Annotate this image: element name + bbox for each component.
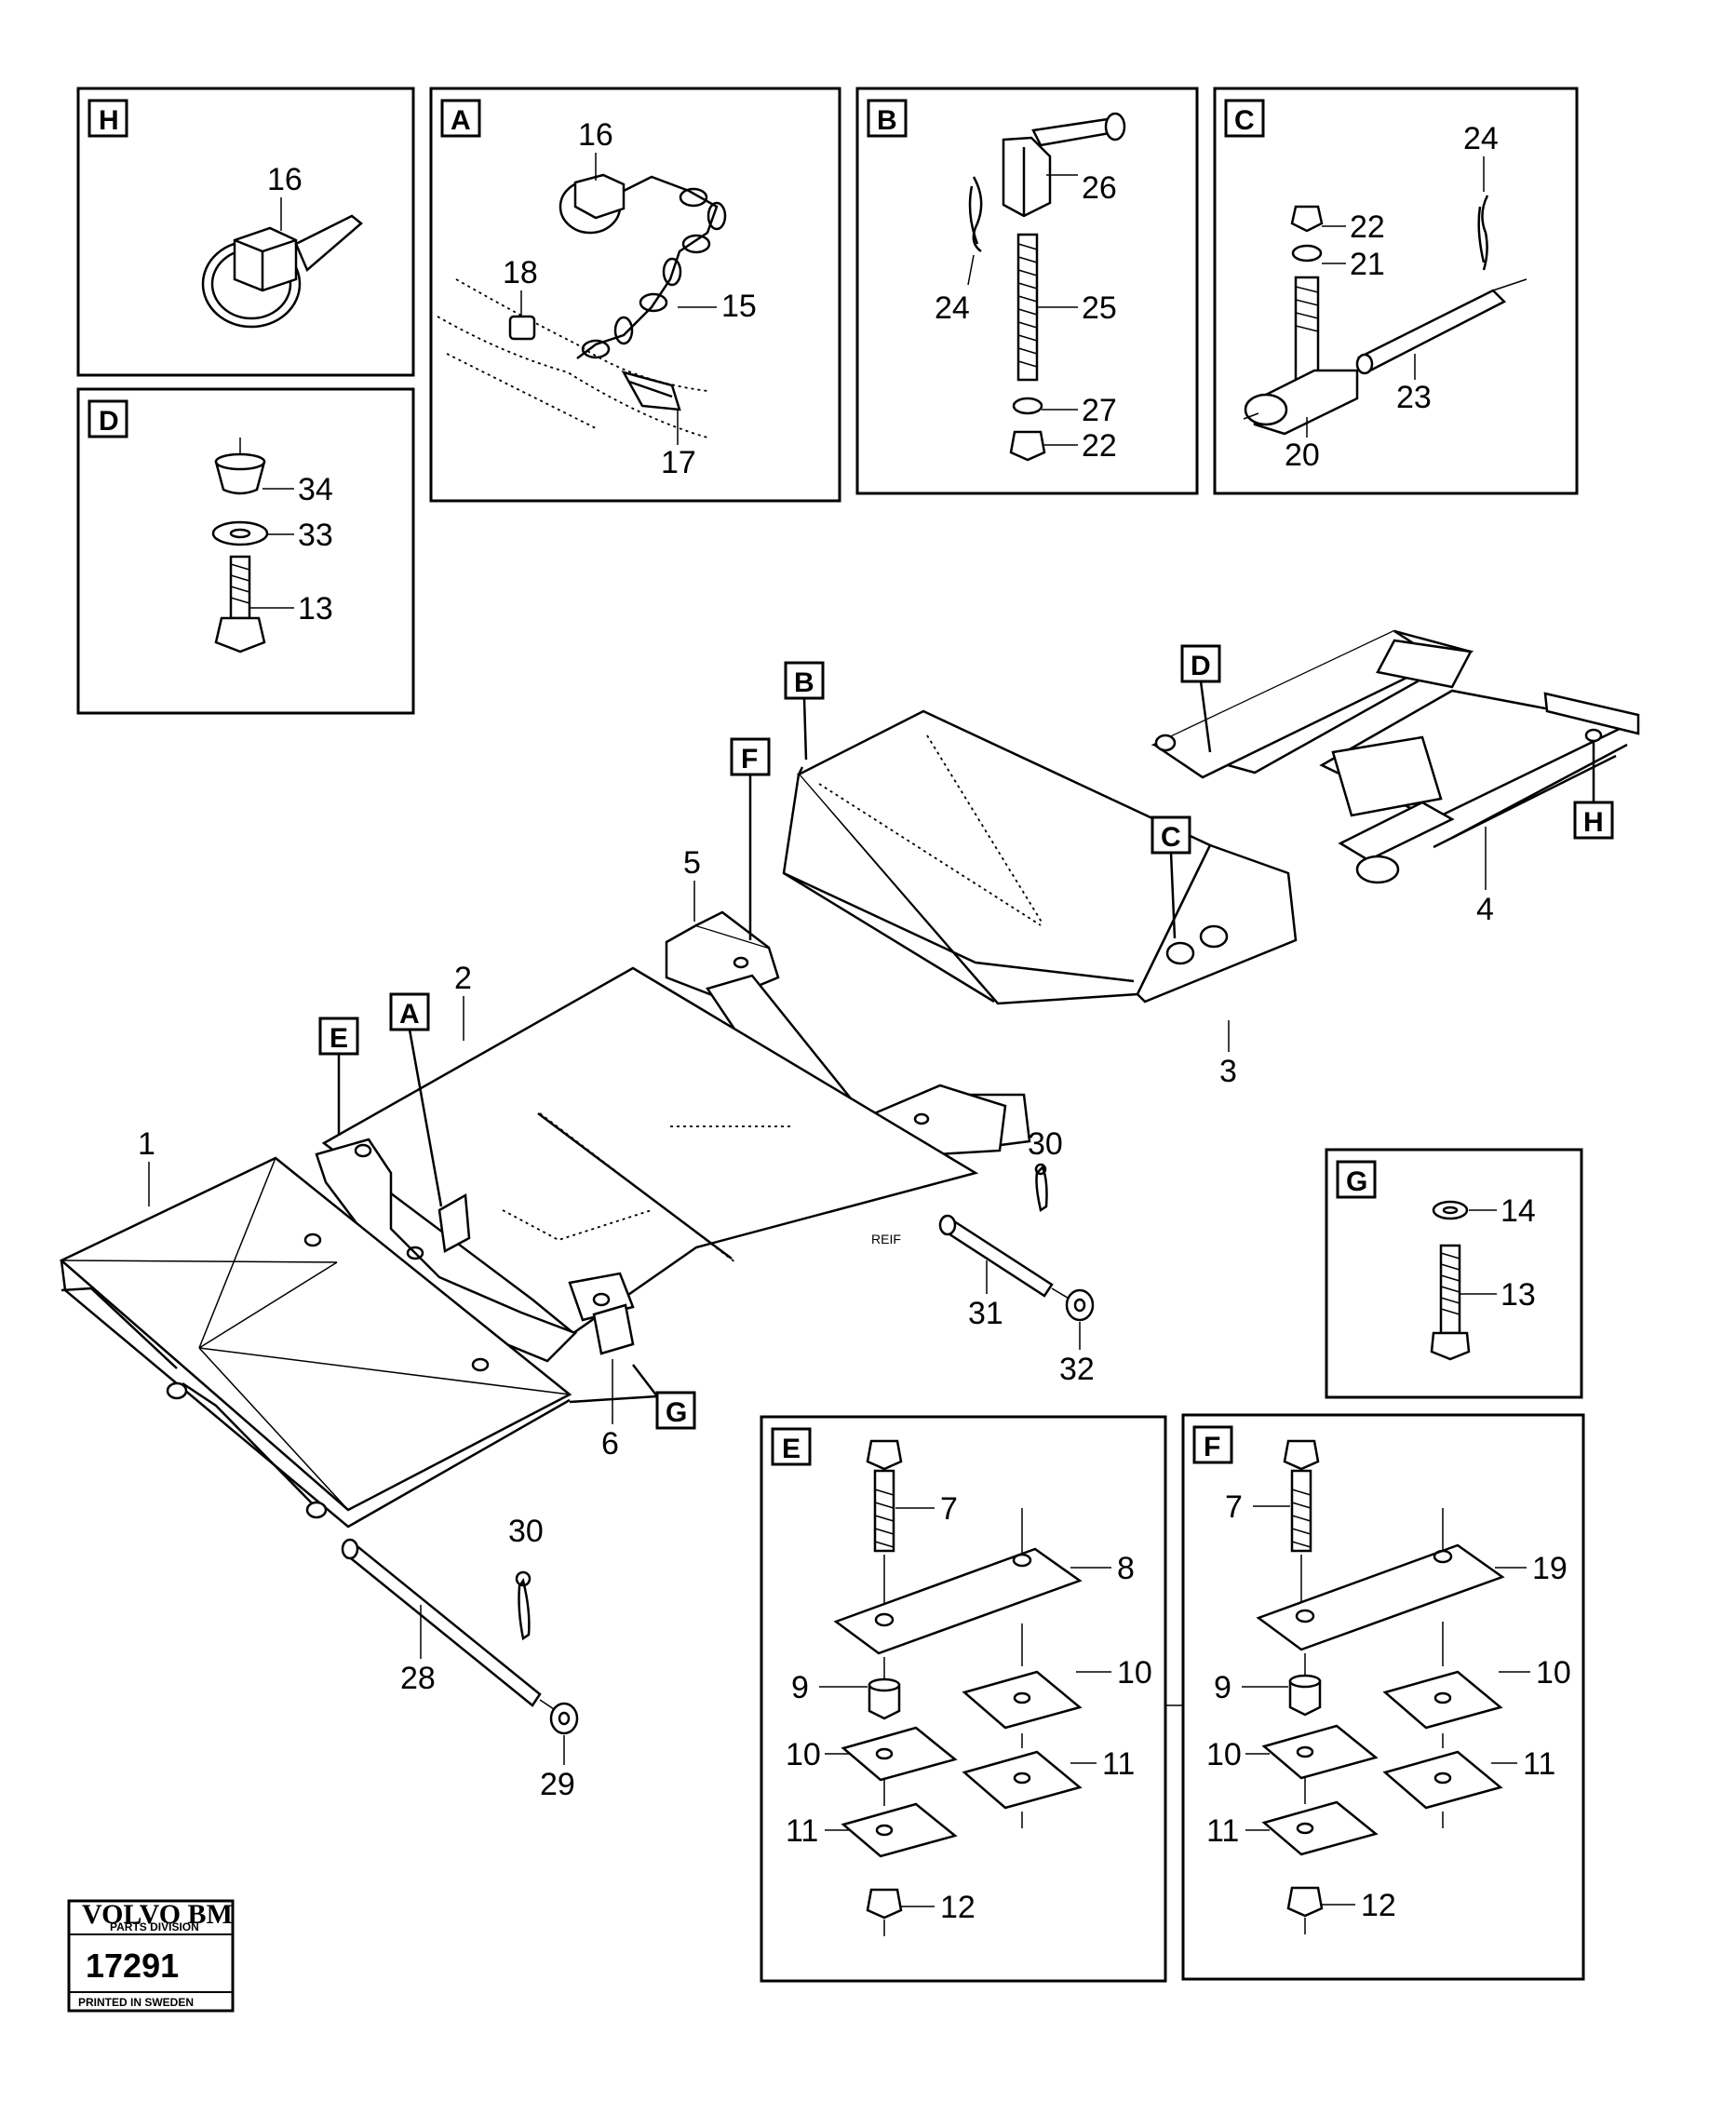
callout-10: 10 — [1206, 1737, 1242, 1772]
callout-16: 16 — [578, 117, 613, 153]
tag-d: D — [99, 406, 119, 437]
callout-8: 8 — [1117, 1551, 1135, 1586]
callout-9: 9 — [791, 1670, 809, 1705]
bolt-washer-illustration — [1430, 1200, 1471, 1361]
callout-13: 13 — [1500, 1277, 1536, 1313]
part-3-rear-tray — [782, 709, 1298, 1005]
callout-12: 12 — [940, 1890, 976, 1925]
callout-17: 17 — [661, 445, 696, 480]
callout-10: 10 — [1117, 1655, 1152, 1691]
mount-stack-f-illustration — [1256, 1439, 1505, 1934]
lynch-pin-illustration — [201, 214, 363, 329]
callout-20: 20 — [1285, 438, 1320, 473]
callout-22: 22 — [1082, 428, 1117, 464]
main-assembly: D H 4 B C 3 — [59, 629, 1640, 1802]
bolt-stack-illustration — [211, 438, 269, 653]
pin-assembly-right — [938, 1163, 1095, 1322]
detail-panel-f: F 7 — [1181, 1413, 1585, 1981]
callout-32: 32 — [1059, 1352, 1095, 1387]
pivot-pin-illustration — [1243, 195, 1527, 436]
callout-12: 12 — [1361, 1888, 1396, 1923]
callout-15: 15 — [721, 289, 757, 324]
callout-18: 18 — [503, 255, 538, 290]
callout-24: 24 — [935, 290, 970, 326]
callout-7: 7 — [1225, 1489, 1243, 1525]
callout-23: 23 — [1396, 380, 1432, 415]
tag-h: H — [1583, 807, 1604, 838]
tag-b: B — [794, 667, 814, 698]
callout-1: 1 — [138, 1126, 155, 1162]
callout-26: 26 — [1082, 170, 1117, 206]
callout-7: 7 — [940, 1491, 958, 1527]
callout-16: 16 — [267, 162, 303, 197]
callout-30: 30 — [1028, 1126, 1063, 1162]
callout-10: 10 — [786, 1737, 821, 1772]
callout-11: 11 — [786, 1813, 818, 1849]
pin-assembly-front — [341, 1538, 579, 1735]
callout-14: 14 — [1500, 1193, 1536, 1229]
callout-11: 11 — [1206, 1813, 1239, 1849]
callout-2: 2 — [454, 961, 472, 996]
part-1-skid-plate — [59, 1156, 572, 1529]
logo-division: PARTS DIVISION — [110, 1920, 199, 1933]
callout-11: 11 — [1102, 1746, 1135, 1782]
callout-24: 24 — [1463, 121, 1499, 156]
mount-stack-e-illustration — [833, 1439, 1083, 1936]
detail-panel-h: H 16 — [76, 87, 415, 377]
tag-g: G — [1346, 1166, 1367, 1197]
callout-11: 11 — [1523, 1746, 1555, 1782]
callout-6: 6 — [601, 1426, 619, 1462]
tag-a: A — [399, 999, 420, 1030]
frame-stamp: REIF — [871, 1232, 901, 1246]
callout-9: 9 — [1214, 1670, 1231, 1705]
part-4-rear-frame — [1151, 629, 1640, 884]
detail-panel-a: A 16 18 15 17 — [429, 87, 841, 503]
volvo-bm-logo-box: VOLVO BM PARTS DIVISION 17291 PRINTED IN… — [67, 1899, 235, 2013]
detail-panel-b: B 26 24 25 27 22 — [855, 87, 1199, 495]
callout-10: 10 — [1536, 1655, 1571, 1691]
detail-panel-e: E 7 — [760, 1415, 1167, 1983]
callout-5: 5 — [683, 845, 701, 881]
callout-4: 4 — [1476, 892, 1494, 927]
detail-panel-g: G 14 13 — [1325, 1148, 1583, 1399]
callout-25: 25 — [1082, 290, 1117, 326]
tag-a: A — [451, 105, 471, 136]
chain-pin-illustration — [437, 173, 727, 438]
detail-panel-d: D 34 33 13 — [76, 387, 415, 715]
tag-e: E — [330, 1023, 348, 1054]
clevis-rod-illustration — [968, 112, 1126, 462]
callout-31: 31 — [968, 1296, 1003, 1331]
logo-brand: VOLVO BM — [82, 1899, 233, 1930]
tag-f: F — [1204, 1432, 1220, 1462]
detail-panel-c: C 24 22 21 23 20 — [1213, 87, 1579, 495]
tag-h: H — [99, 105, 119, 136]
logo-number: 17291 — [86, 1947, 179, 1985]
callout-22: 22 — [1350, 209, 1385, 245]
callout-33: 33 — [298, 518, 333, 553]
callout-29: 29 — [540, 1767, 575, 1802]
tag-c: C — [1161, 822, 1181, 853]
tag-c: C — [1234, 105, 1255, 136]
callout-28: 28 — [400, 1661, 436, 1696]
tag-f: F — [741, 744, 758, 775]
callout-21: 21 — [1350, 247, 1385, 282]
tag-b: B — [877, 105, 897, 136]
tag-d: D — [1191, 651, 1211, 681]
callout-30: 30 — [508, 1514, 544, 1549]
callout-34: 34 — [298, 472, 333, 507]
callout-19: 19 — [1532, 1551, 1568, 1586]
callout-27: 27 — [1082, 393, 1117, 428]
tag-g: G — [666, 1397, 687, 1428]
callout-3: 3 — [1219, 1054, 1237, 1089]
logo-printed: PRINTED IN SWEDEN — [78, 1996, 194, 2009]
tag-e: E — [782, 1434, 801, 1464]
callout-13: 13 — [298, 591, 333, 626]
